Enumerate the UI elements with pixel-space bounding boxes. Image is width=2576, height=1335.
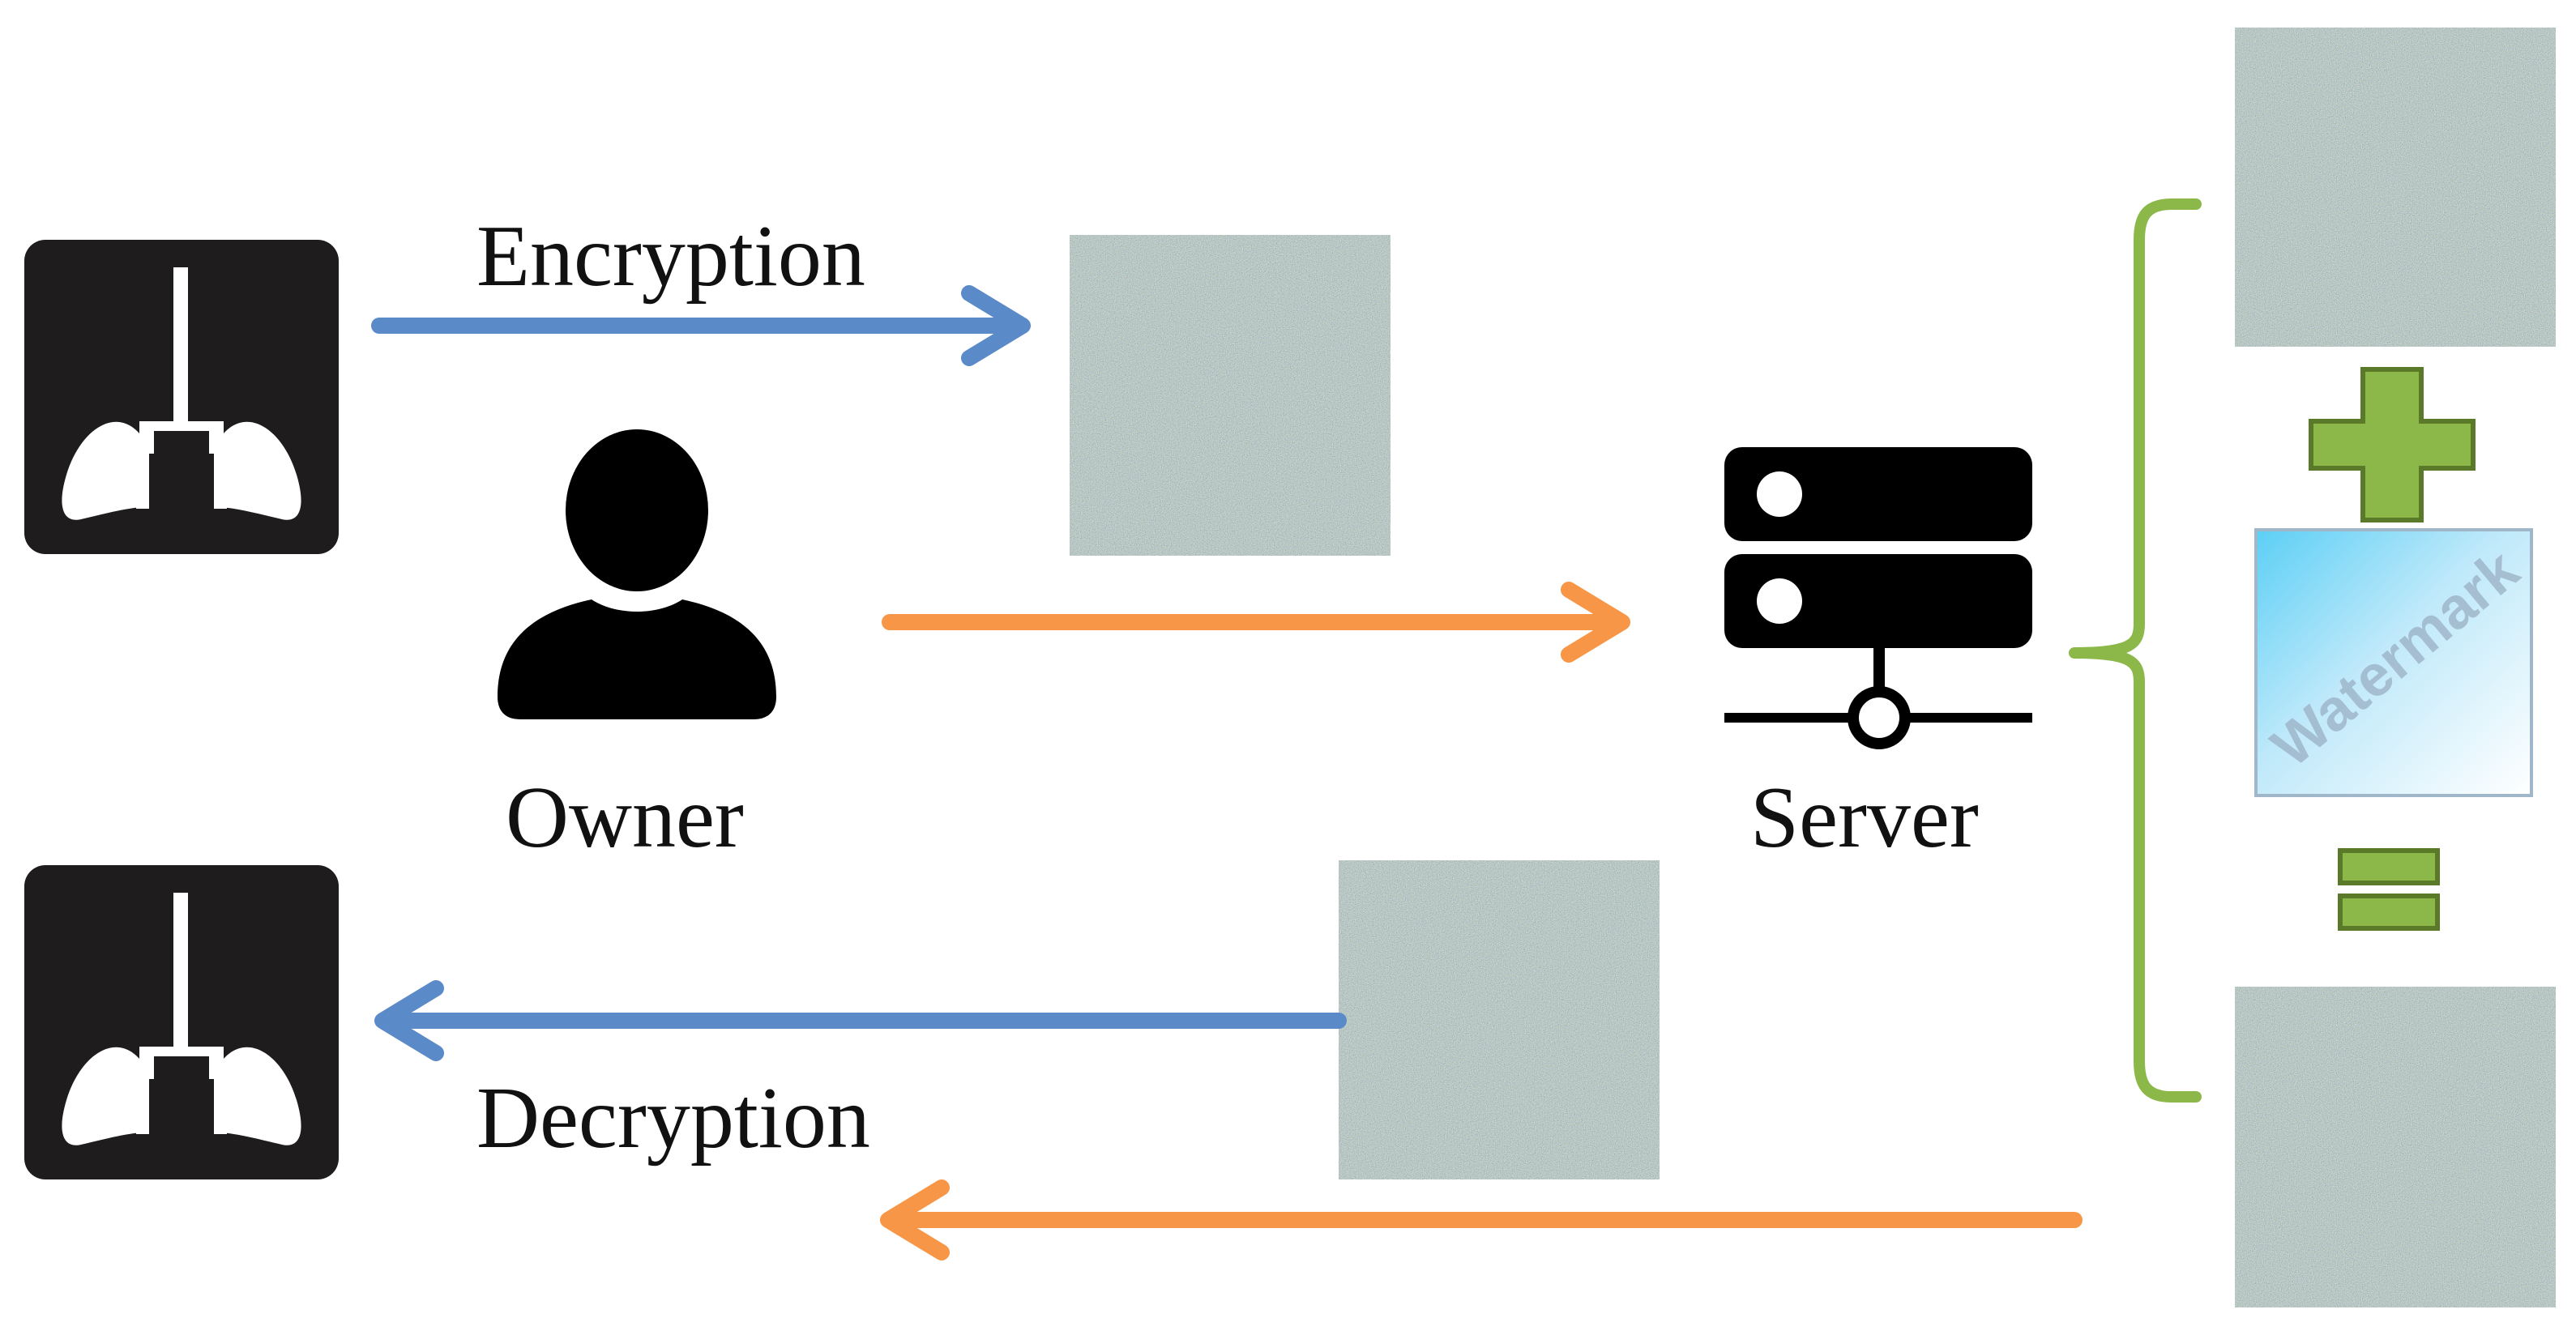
owner-label: Owner (506, 770, 744, 866)
encrypted-image-bottom (1339, 860, 1660, 1179)
lung-xray-icon-bottom (24, 865, 339, 1179)
encryption-label: Encryption (476, 208, 865, 305)
server-label: Server (1750, 770, 1979, 866)
lung-xray-icon-top (24, 240, 339, 554)
decryption-arrow (374, 980, 1347, 1061)
encryption-arrow (371, 285, 1031, 366)
watermarked-image-right-bottom (2235, 987, 2556, 1307)
download-arrow (880, 1179, 2083, 1260)
upload-arrow (882, 582, 1630, 663)
server-icon (1724, 447, 2032, 749)
curly-brace (2069, 198, 2202, 1103)
person-icon (498, 429, 776, 719)
equals-icon (2338, 848, 2440, 931)
watermark-image: Watermark (2254, 528, 2533, 797)
plus-icon (2309, 367, 2476, 522)
encrypted-image-right-top (2235, 28, 2556, 347)
encrypted-image-top (1070, 235, 1391, 556)
decryption-label: Decryption (476, 1070, 870, 1167)
